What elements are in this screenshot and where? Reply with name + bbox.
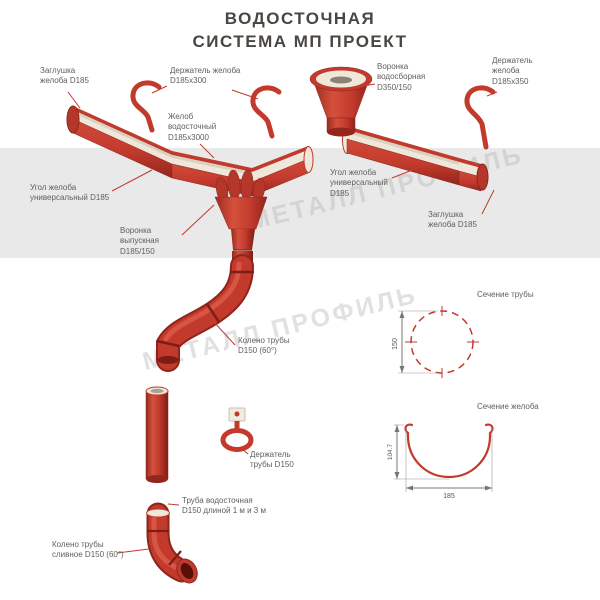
outlet-funnel <box>214 169 268 271</box>
label-downpipe: Труба водосточная D150 длиной 1 м и 3 м <box>182 496 266 516</box>
label-corner-left: Угол желоба универсальный D185 <box>30 183 110 203</box>
left-gutter-run <box>66 105 173 179</box>
drain-elbow <box>146 502 198 584</box>
gutter-end-cap-right <box>476 163 489 191</box>
pipe-section-diagram: 150 <box>392 306 479 378</box>
label-outlet-funnel: Воронка выпускная D185/150 <box>120 226 159 256</box>
label-pipe-holder: Держатель трубы D150 <box>250 450 294 470</box>
pipe-elbow-upper <box>156 254 254 372</box>
gutter-width-dimension: 185 <box>443 493 455 500</box>
leader-lines <box>67 83 498 554</box>
page-title: ВОДОСТОЧНАЯ СИСТЕМА МП ПРОЕКТ <box>0 8 600 54</box>
title-line-2: СИСТЕМА МП ПРОЕКТ <box>192 31 408 51</box>
gutter-height-dimension: 104.7 <box>387 443 394 460</box>
gutter-hook-right <box>464 85 496 150</box>
label-end-cap-right: Заглушка желоба D185 <box>428 210 477 230</box>
label-gutter-hook-350: Держатель желоба D185х350 <box>492 56 533 86</box>
gutter-hook-center <box>250 85 282 139</box>
right-gutter-run <box>342 126 489 192</box>
gutter-end-cap-left <box>66 105 80 134</box>
label-pipe-section: Сечение трубы <box>477 290 534 299</box>
label-pipe-elbow: Колено трубы D150 (60°) <box>238 336 290 356</box>
label-gutter: Желоб водосточный D185х3000 <box>168 112 217 142</box>
label-end-cap-left: Заглушка желоба D185 <box>40 66 89 86</box>
label-drain-elbow: Колено трубы сливное D150 (60°) <box>52 540 124 560</box>
gutter-center-section <box>251 146 314 197</box>
pipe-diameter-dimension: 150 <box>392 338 399 350</box>
gutter-hook-left <box>130 80 162 133</box>
label-gutter-section: Сечение желоба <box>477 402 539 411</box>
pipe-holder <box>220 407 254 452</box>
label-gutter-hook-300: Держатель желоба D185х300 <box>170 66 241 86</box>
label-corner-right: Угол желоба универсальный D185 <box>330 168 388 198</box>
label-collector-funnel: Воронка водосборная D350/150 <box>377 62 426 92</box>
collector-funnel <box>309 66 373 137</box>
gutter-section-diagram: 185 104.7 <box>387 423 494 500</box>
downpipe <box>145 386 169 483</box>
title-line-1: ВОДОСТОЧНАЯ <box>224 9 376 28</box>
